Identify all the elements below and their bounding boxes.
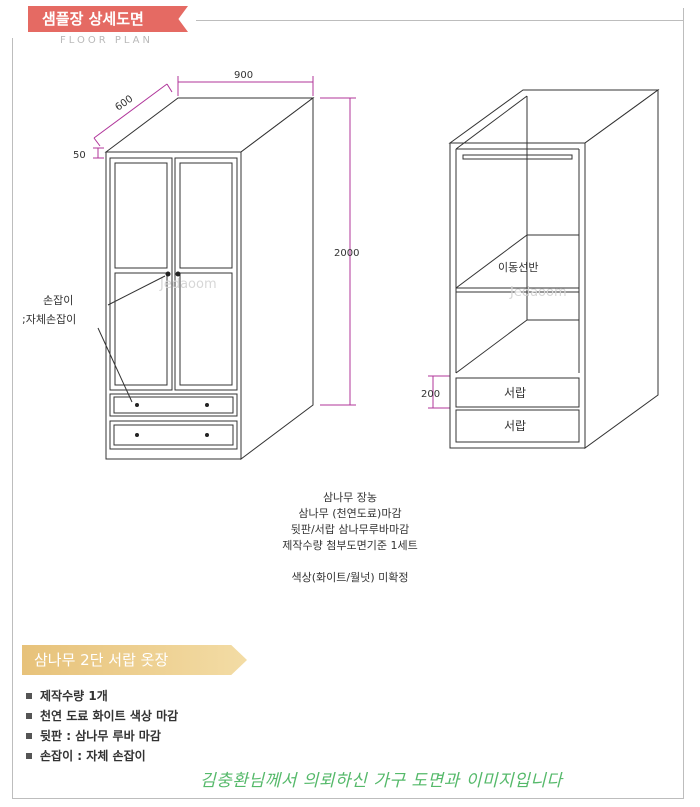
note-line-2: 삼나무 (천연도료)마감: [298, 507, 402, 520]
spec-item: 손잡이 : 자체 손잡이: [26, 746, 178, 766]
frame-left-border: [12, 38, 13, 798]
drawer-label-lower: 서랍: [504, 419, 526, 433]
page-subtitle: FLOOR PLAN: [60, 35, 153, 46]
note-line-1: 삼나무 장농: [322, 491, 378, 504]
handle-label-2: ;자체손잡이: [22, 313, 76, 326]
movable-shelf-label: 이동선반: [498, 261, 538, 274]
dimension-depth: 600: [113, 93, 135, 113]
watermark-right: Jedaoom: [509, 285, 567, 300]
frame-bottom-border: [12, 798, 684, 799]
dimension-width: 900: [234, 70, 253, 81]
product-name-banner: 삼나무 2단 서랍 옷장: [22, 645, 247, 675]
spec-item: 제작수량 1개: [26, 686, 178, 706]
door-handle-right: [175, 271, 181, 277]
dimension-drawer: 200: [421, 389, 440, 400]
footer-caption: 김충환님께서 의뢰하신 가구 도면과 이미지입니다: [200, 771, 563, 791]
note-line-4: 제작수량 첨부도면기준 1세트: [282, 539, 418, 552]
spec-list: 제작수량 1개 천연 도료 화이트 색상 마감 뒷판 : 삼나무 루바 마감 손…: [26, 686, 178, 766]
drawer-label-upper: 서랍: [504, 386, 526, 400]
door-handle-left: [165, 271, 171, 277]
note-line-5: 색상(화이트/월넛) 미확정: [291, 571, 409, 584]
watermark-left: Jedaoom: [159, 277, 217, 292]
frame-right-border: [683, 8, 684, 798]
wardrobe-closed: [104, 97, 315, 460]
handle-label-1: 손잡이: [43, 294, 73, 307]
dimension-top-thickness: 50: [73, 150, 86, 161]
frame-top-border: [196, 20, 683, 21]
wardrobe-open: [448, 89, 660, 449]
note-line-3: 뒷판/서랍 삼나무루바마감: [290, 523, 410, 536]
spec-item: 뒷판 : 삼나무 루바 마감: [26, 726, 178, 746]
dimension-lines: [93, 76, 450, 409]
spec-item: 천연 도료 화이트 색상 마감: [26, 706, 178, 726]
page-title: 샘플장 상세도면: [28, 6, 188, 32]
dimension-height: 2000: [334, 248, 359, 259]
